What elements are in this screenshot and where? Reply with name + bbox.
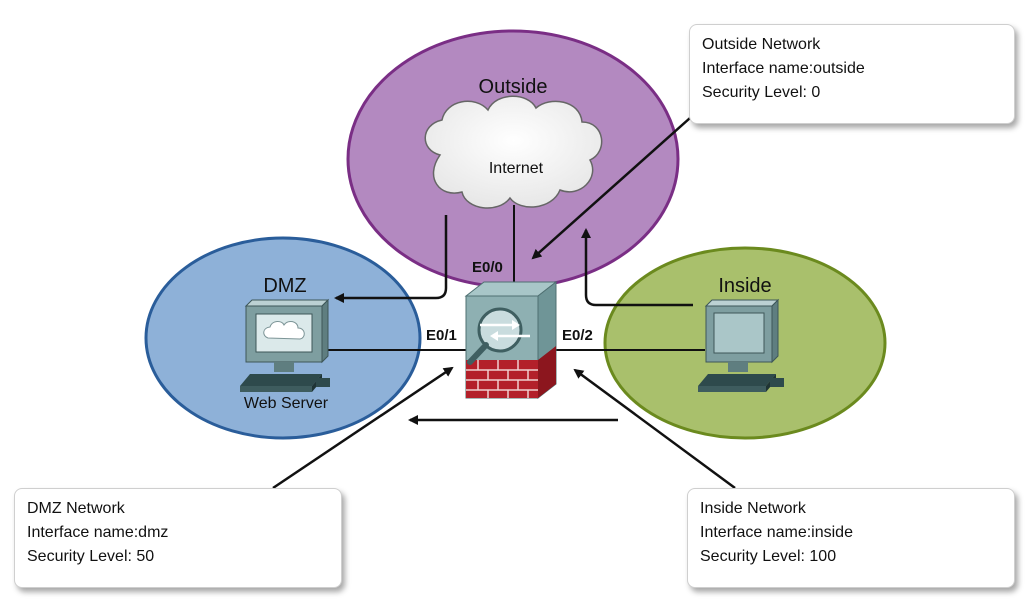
- inside-to-outside-arrow: [581, 228, 693, 307]
- interface-name-value: dmz: [138, 524, 169, 541]
- web-server-label: Web Server: [244, 395, 329, 412]
- port-label-e0-0: E0/0: [472, 259, 503, 276]
- security-level-value: 0: [811, 84, 821, 101]
- dmz-callout-pointer: [272, 366, 454, 490]
- security-level-label: Security Level:: [702, 84, 812, 101]
- security-level-label: Security Level:: [700, 548, 810, 565]
- security-level-value: 50: [136, 548, 155, 565]
- internet-to-dmz-arrow: [334, 215, 448, 303]
- port-label-e0-2: E0/2: [562, 327, 593, 344]
- interface-name-value: inside: [811, 524, 853, 541]
- interface-name-row: Interface name:dmz: [27, 521, 329, 545]
- outside-zone-label: Outside: [479, 76, 548, 98]
- outside-network-callout: Outside Network Interface name:outside S…: [689, 24, 1015, 124]
- callout-title: DMZ Network: [27, 500, 125, 517]
- security-level-row: Security Level: 100: [700, 545, 1002, 569]
- security-level-row: Security Level: 50: [27, 545, 329, 569]
- security-level-label: Security Level:: [27, 548, 137, 565]
- security-level-row: Security Level: 0: [702, 81, 1002, 105]
- inside-zone-label: Inside: [718, 275, 771, 297]
- interface-name-row: Interface name:inside: [700, 521, 1002, 545]
- interface-name-value: outside: [813, 60, 865, 77]
- dmz-network-callout: DMZ Network Interface name:dmz Security …: [14, 488, 342, 588]
- interface-name-row: Interface name:outside: [702, 57, 1002, 81]
- dmz-zone-label: DMZ: [263, 275, 306, 297]
- callout-title: Outside Network: [702, 36, 821, 53]
- callout-title: Inside Network: [700, 500, 806, 517]
- port-label-e0-1: E0/1: [426, 327, 457, 344]
- inside-callout-pointer: [573, 368, 736, 490]
- interface-name-label: Interface name:: [27, 524, 139, 541]
- cloud-icon: [424, 95, 603, 209]
- security-level-value: 100: [809, 548, 837, 565]
- web-server-icon: [240, 298, 330, 392]
- pc-icon: [698, 298, 784, 392]
- inside-network-callout: Inside Network Interface name:inside Sec…: [687, 488, 1015, 588]
- interface-name-label: Interface name:: [702, 60, 814, 77]
- outside-callout-pointer: [531, 117, 691, 260]
- interface-name-label: Interface name:: [700, 524, 812, 541]
- firewall-icon: [464, 280, 558, 400]
- cloud-label: Internet: [489, 160, 544, 177]
